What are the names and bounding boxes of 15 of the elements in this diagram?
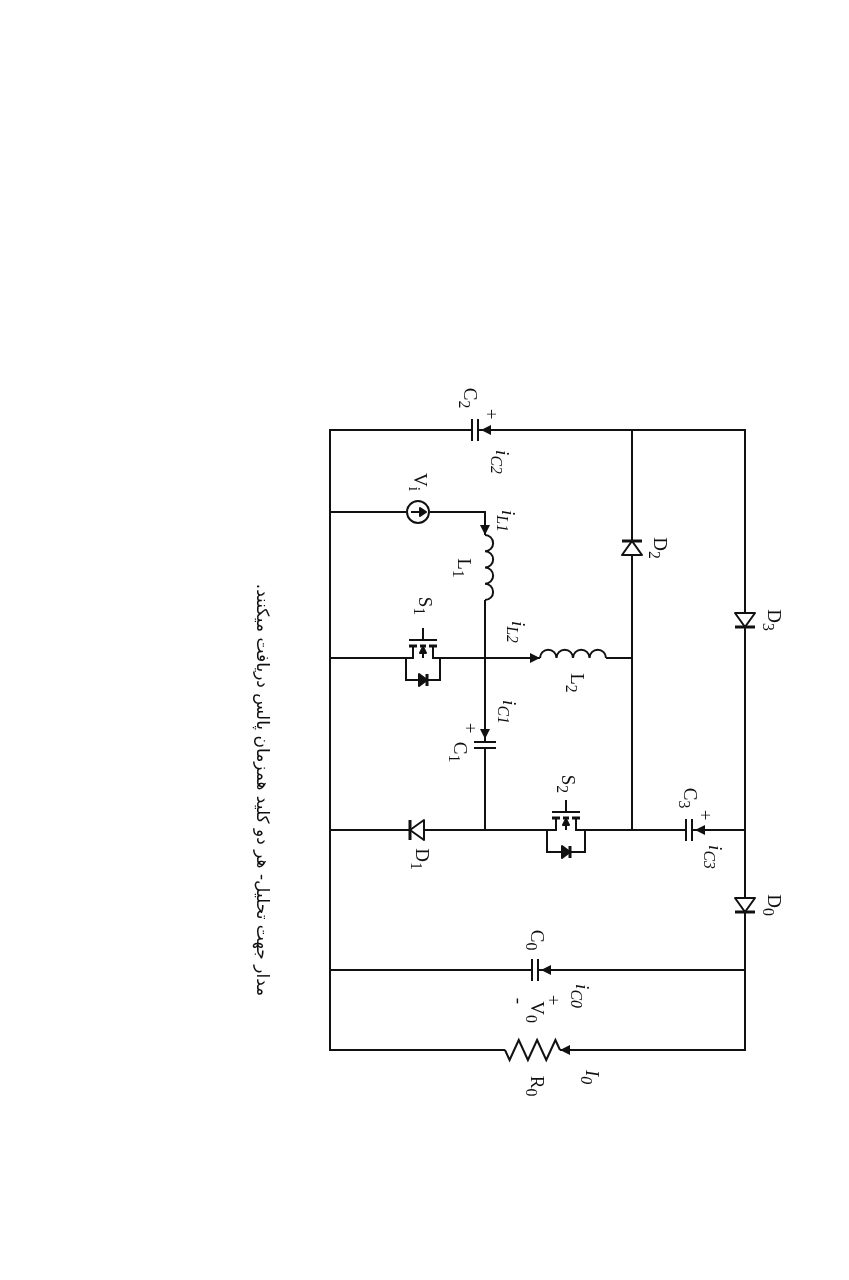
wire [480,599,490,740]
wire [631,559,684,831]
wire [329,511,407,659]
wire [329,657,406,831]
caption: مدار جهت تحلیل- هر دو کلید همزمان پالس دریافت میکنند. [252,582,272,998]
wire [744,631,746,894]
wire [559,916,746,1055]
voltage-label: - [508,996,530,1005]
component-label: + [480,407,502,421]
wire [631,429,746,609]
wire [329,969,530,1051]
component-label: + [459,721,481,735]
component-label: + [694,808,716,822]
wire [329,429,470,513]
wire [429,511,490,536]
